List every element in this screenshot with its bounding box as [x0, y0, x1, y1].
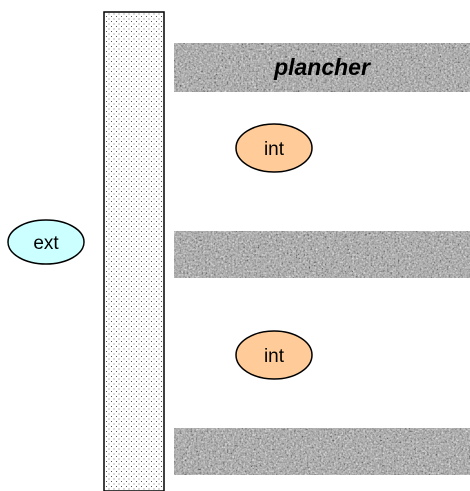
floor-slab-middle: [174, 231, 470, 278]
slab-label: plancher: [273, 54, 371, 80]
interior-node-upper: int: [235, 123, 313, 173]
exterior-wall: [103, 11, 165, 491]
interior-label-upper: int: [264, 139, 285, 160]
floor-slab-bottom: [174, 428, 470, 475]
exterior-node: ext: [7, 219, 85, 265]
exterior-label: ext: [33, 233, 59, 254]
interior-label-lower: int: [264, 346, 285, 367]
floor-slab-top: [174, 43, 470, 92]
interior-node-lower: int: [235, 330, 313, 380]
